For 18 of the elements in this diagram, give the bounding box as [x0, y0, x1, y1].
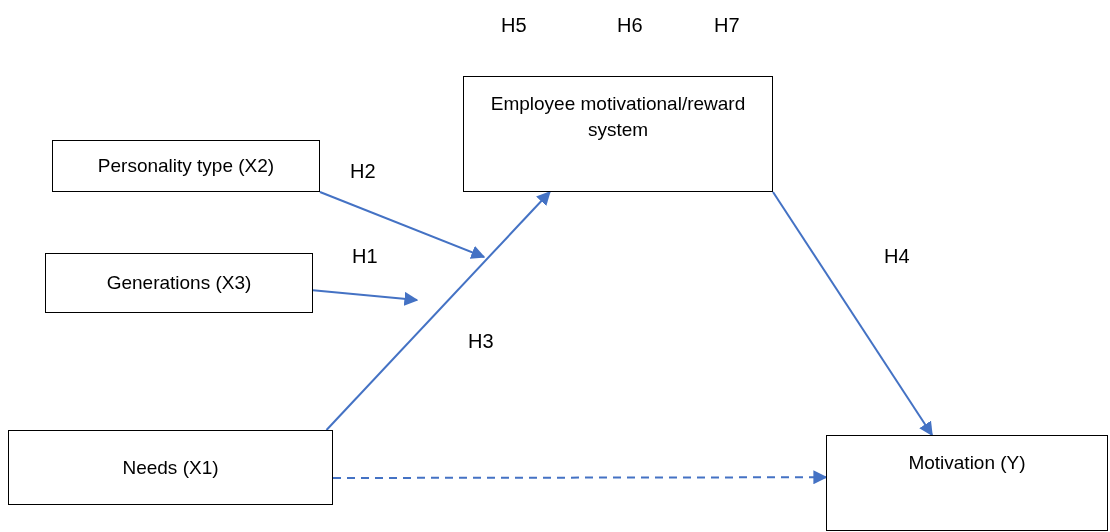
node-label: Personality type (X2) — [97, 154, 275, 179]
process-box — [463, 76, 773, 192]
node-label: Generations (X3) — [106, 271, 252, 296]
arrow — [332, 470, 828, 485]
node-label: Employee motivational/reward system — [489, 92, 747, 142]
arrow — [325, 191, 551, 431]
node-label: Motivation (Y) — [908, 451, 1026, 475]
arrow — [312, 289, 419, 306]
node-label: Needs (X1) — [122, 455, 219, 480]
hypothesis-label: H7 — [714, 14, 740, 37]
process-box — [8, 430, 333, 505]
arrow — [319, 191, 486, 259]
process-box — [45, 253, 313, 313]
process-box — [52, 140, 320, 192]
hypothesis-label: H6 — [617, 14, 643, 37]
process-box — [826, 435, 1108, 531]
hypothesis-label: H5 — [501, 14, 527, 37]
arrow — [772, 191, 934, 437]
